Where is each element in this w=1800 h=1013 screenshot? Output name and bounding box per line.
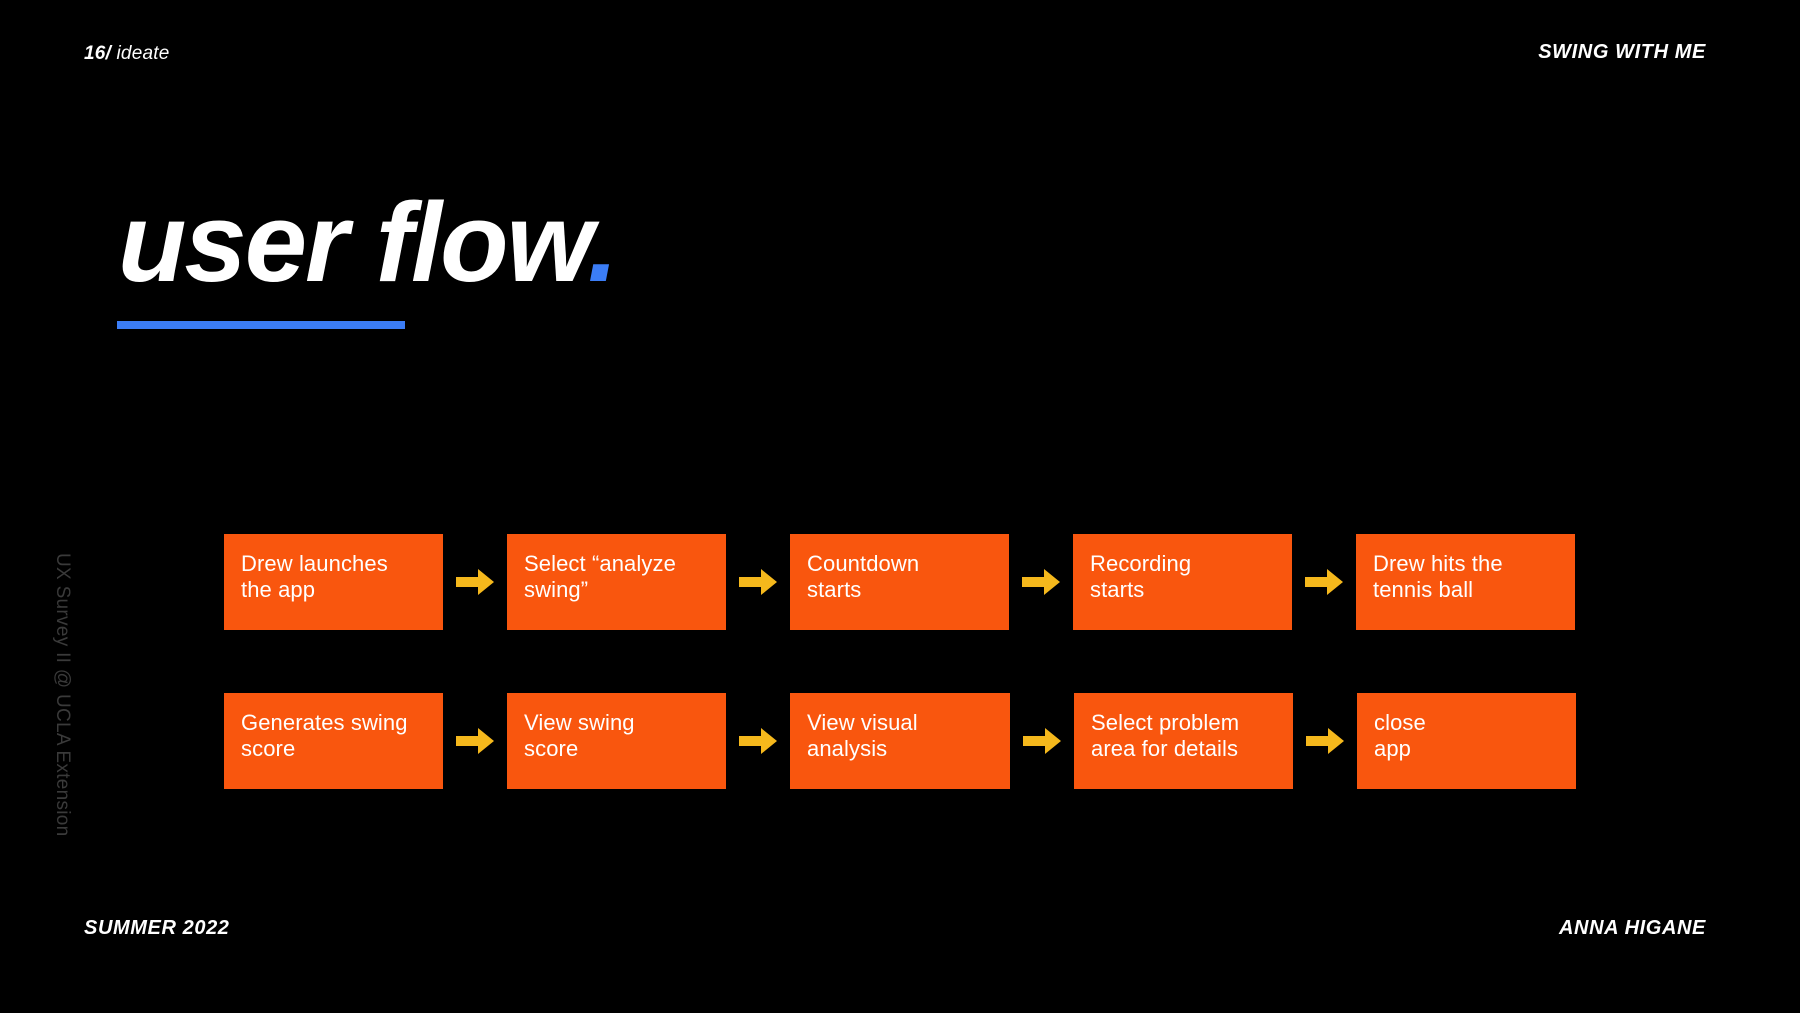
flow-arrow-icon (1292, 569, 1356, 595)
flow-arrow-icon (1009, 569, 1073, 595)
flow-arrow-icon (1010, 728, 1074, 754)
flow-arrow-icon (443, 569, 507, 595)
footer-author: ANNA HIGANE (1559, 917, 1706, 939)
footer-term: SUMMER 2022 (84, 917, 230, 939)
side-caption: UX Survey II @ UCLA Extension (52, 553, 73, 837)
header-project-title: SWING WITH ME (1538, 41, 1706, 63)
flow-arrow-icon (726, 728, 790, 754)
header-section-label: 16/ ideate (84, 43, 169, 65)
header-section-name: ideate (116, 43, 170, 64)
page-title-words: user flow (118, 180, 589, 305)
title-underline-rule (117, 321, 405, 329)
header-section-number: 16/ (84, 43, 112, 64)
flow-arrow-icon (1293, 728, 1357, 754)
page-title-period: . (587, 180, 618, 305)
flow-arrow-icon (443, 728, 507, 754)
flow-arrow-icon (726, 569, 790, 595)
page-title: user flow. (118, 180, 619, 305)
page-title-text: user flow. (118, 180, 619, 305)
